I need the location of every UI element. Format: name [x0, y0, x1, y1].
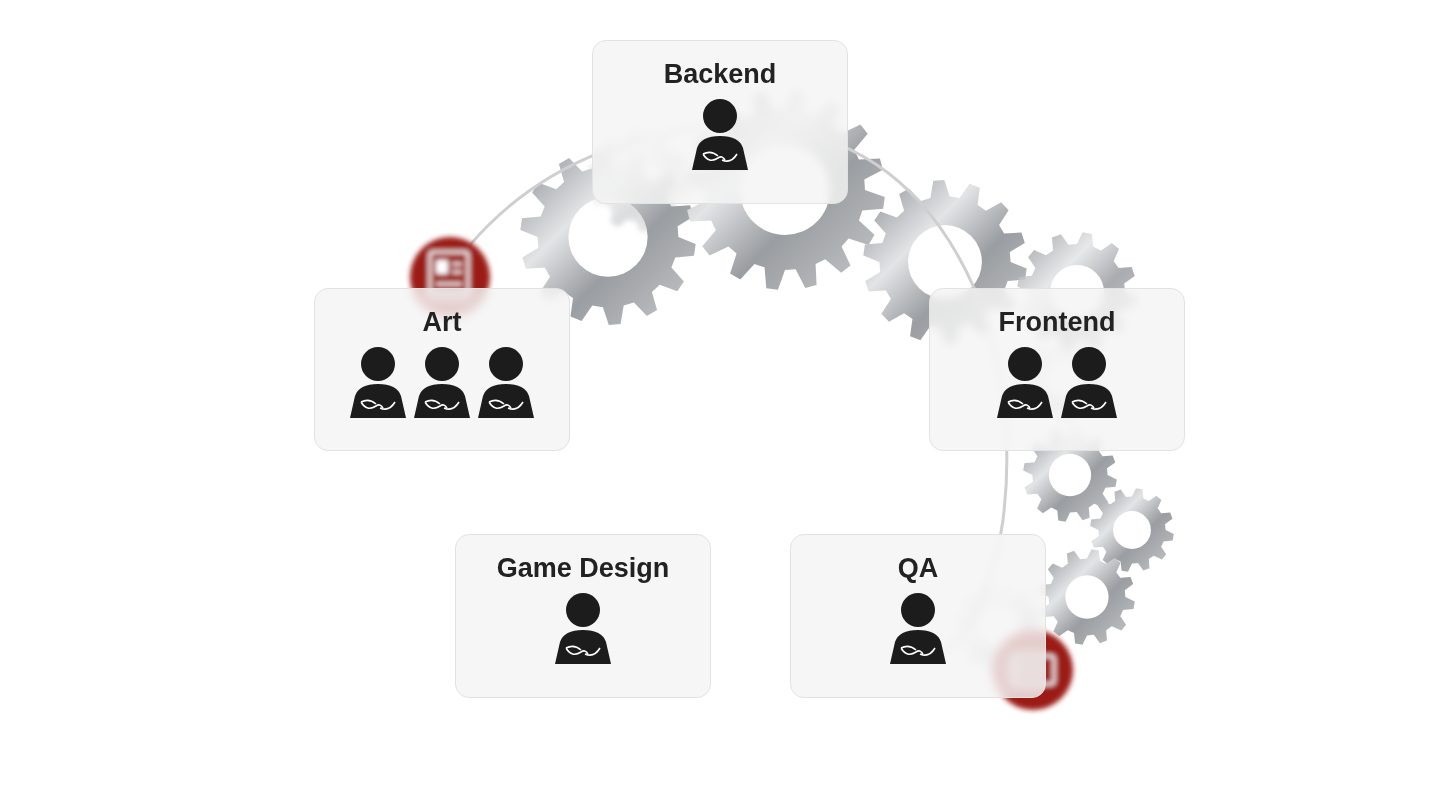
team-box: Art	[314, 288, 570, 451]
person-icon	[691, 98, 749, 170]
team-members	[791, 592, 1045, 664]
team-name: Game Design	[456, 553, 710, 584]
person-icon	[889, 592, 947, 664]
team-name: Frontend	[930, 307, 1184, 338]
person-icon	[996, 346, 1054, 418]
person-icon	[413, 346, 471, 418]
team-box: Game Design	[455, 534, 711, 698]
team-box: Backend	[592, 40, 848, 204]
team-name: Backend	[593, 59, 847, 90]
team-members	[456, 592, 710, 664]
person-icon	[477, 346, 535, 418]
team-members	[930, 346, 1184, 418]
team-members	[315, 346, 569, 418]
gear-shape	[1090, 488, 1174, 572]
gear-shape	[1039, 549, 1135, 645]
team-name: QA	[791, 553, 1045, 584]
team-box: QA	[790, 534, 1046, 698]
team-name: Art	[315, 307, 569, 338]
person-icon	[1060, 346, 1118, 418]
team-members	[593, 98, 847, 170]
person-icon	[349, 346, 407, 418]
person-icon	[554, 592, 612, 664]
team-box: Frontend	[929, 288, 1185, 451]
